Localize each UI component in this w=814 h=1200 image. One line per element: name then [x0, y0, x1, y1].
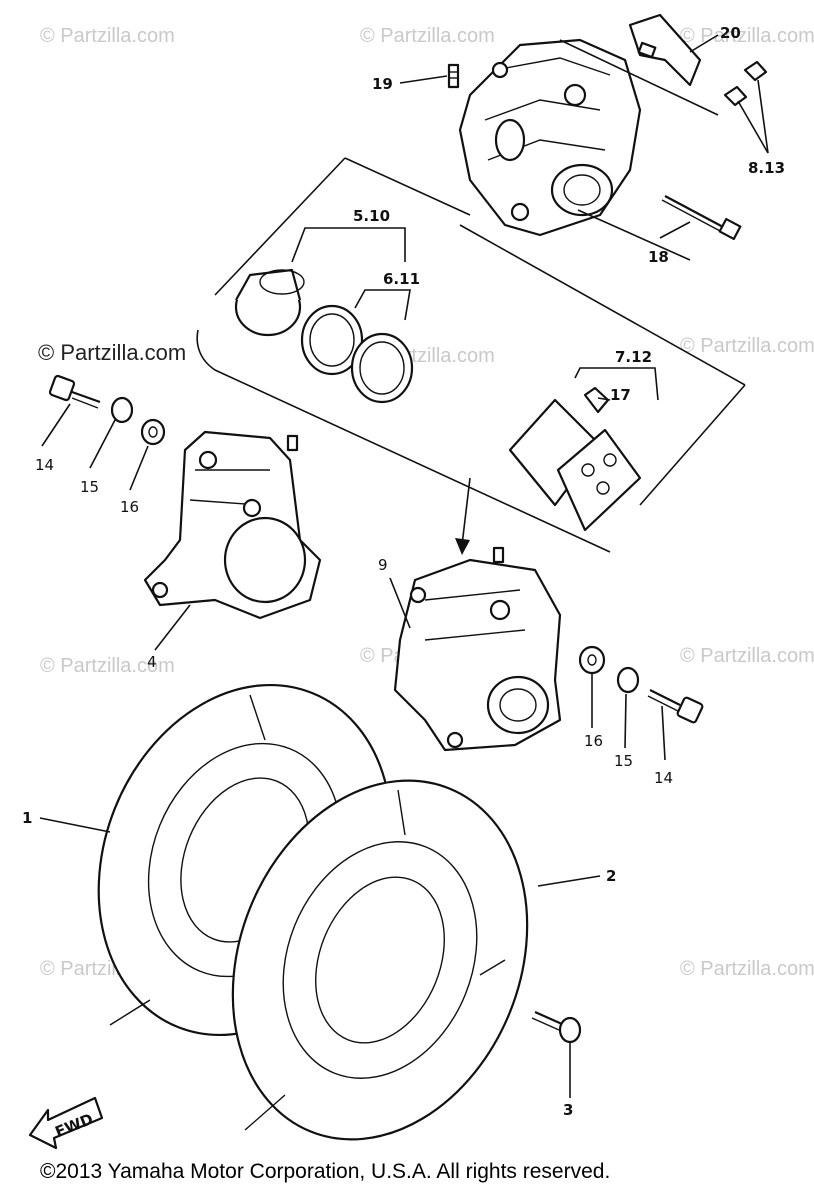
callout-3: 3 [563, 1101, 573, 1119]
kit-outline [196, 39, 746, 553]
leader-lines [39, 34, 769, 1098]
piston-seals-6-11 [300, 304, 414, 404]
watermark: © Partzilla.com [680, 335, 814, 357]
callout-8-13: 8.13 [748, 159, 785, 177]
callout-5-10: 5.10 [353, 207, 390, 225]
callout-15-left: 15 [80, 478, 99, 496]
callout-20: 20 [720, 24, 741, 42]
watermark: © Partzilla.com [40, 25, 175, 47]
watermark: © Partzilla.com [360, 25, 495, 47]
watermark: © Partzilla.com [680, 25, 814, 47]
arrow-assembly [455, 477, 471, 555]
bleed-screw-19 [447, 63, 460, 89]
hardware-left [48, 374, 166, 446]
bolts-8-13 [723, 60, 768, 107]
callout-18: 18 [648, 248, 669, 266]
caliper-upper [458, 38, 642, 237]
callout-2: 2 [606, 867, 616, 885]
fwd-arrow: FWD [28, 1096, 104, 1150]
callout-17: 17 [610, 386, 631, 404]
pad-spring-20 [628, 13, 702, 87]
callout-1: 1 [22, 809, 32, 827]
brake-pads-7-12 [508, 386, 642, 532]
callout-15-right: 15 [614, 752, 633, 770]
caliper-left-4 [143, 430, 322, 620]
watermark: © Partzilla.com [680, 958, 814, 980]
caliper-right-9 [393, 546, 562, 752]
callout-16-right: 16 [584, 732, 603, 750]
callout-16-left: 16 [120, 498, 139, 516]
callout-4: 4 [147, 653, 157, 671]
watermark: © Partzilla.com [680, 645, 814, 667]
brake-disc-2 [231, 779, 529, 1141]
callout-14-right: 14 [654, 769, 673, 787]
callout-7-12: 7.12 [615, 348, 652, 366]
callout-14-left: 14 [35, 456, 54, 474]
watermark: © Partzilla.com [40, 655, 175, 677]
callout-labels: 1 2 3 4 5.10 6.11 7.12 8.13 9 14 15 16 1… [22, 24, 785, 1119]
hardware-right [578, 645, 704, 724]
caliper-pin-18 [661, 195, 742, 241]
callout-9: 9 [378, 556, 388, 574]
callout-19: 19 [372, 75, 393, 93]
callout-6-11: 6.11 [383, 270, 420, 288]
piston-5-10 [234, 268, 305, 337]
watermark-strong: © Partzilla.com [38, 340, 186, 365]
copyright-notice: ©2013 Yamaha Motor Corporation, U.S.A. A… [40, 1160, 611, 1183]
disc-bolt-3 [531, 1010, 582, 1044]
